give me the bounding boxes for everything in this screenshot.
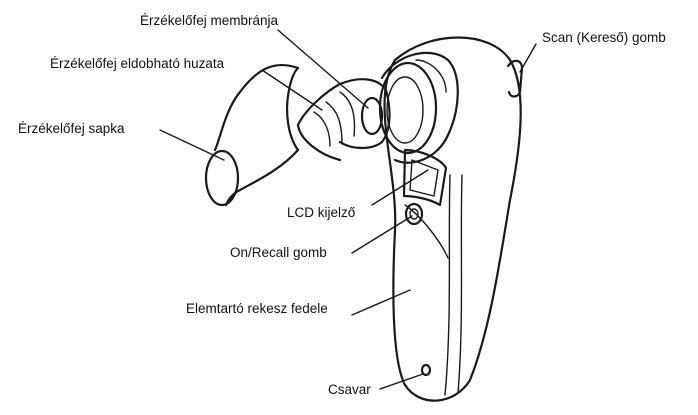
screw-shape	[420, 363, 432, 377]
label-disposable-cover: Érzékelőfej eldobható huzata	[50, 56, 225, 71]
on-recall-button-shape	[404, 202, 424, 226]
leader-on-recall	[351, 215, 413, 254]
label-lcd: LCD kijelző	[287, 205, 356, 220]
lcd-display	[402, 148, 448, 207]
leader-lcd	[371, 169, 429, 206]
leader-disposable-cover	[261, 69, 323, 111]
disposable-cover-shape	[296, 78, 391, 162]
probe-head	[378, 51, 459, 164]
label-cap: Érzékelőfej sapka	[18, 121, 125, 136]
scan-button-shape	[506, 59, 524, 98]
label-scan-button: Scan (Kereső) gomb	[542, 30, 666, 45]
label-on-recall: On/Recall gomb	[230, 245, 327, 260]
cap-shape	[204, 63, 300, 207]
label-screw: Csavar	[328, 382, 371, 397]
label-battery-cover: Elemtartó rekesz fedele	[186, 301, 328, 316]
leader-battery-cover	[351, 289, 411, 316]
thermometer-body	[383, 36, 522, 402]
leader-scan-button	[519, 43, 537, 73]
label-membrane: Érzékelőfej membránja	[140, 13, 279, 28]
leader-cap	[159, 129, 225, 161]
leader-membrane	[277, 29, 369, 109]
leader-screw	[379, 373, 424, 390]
